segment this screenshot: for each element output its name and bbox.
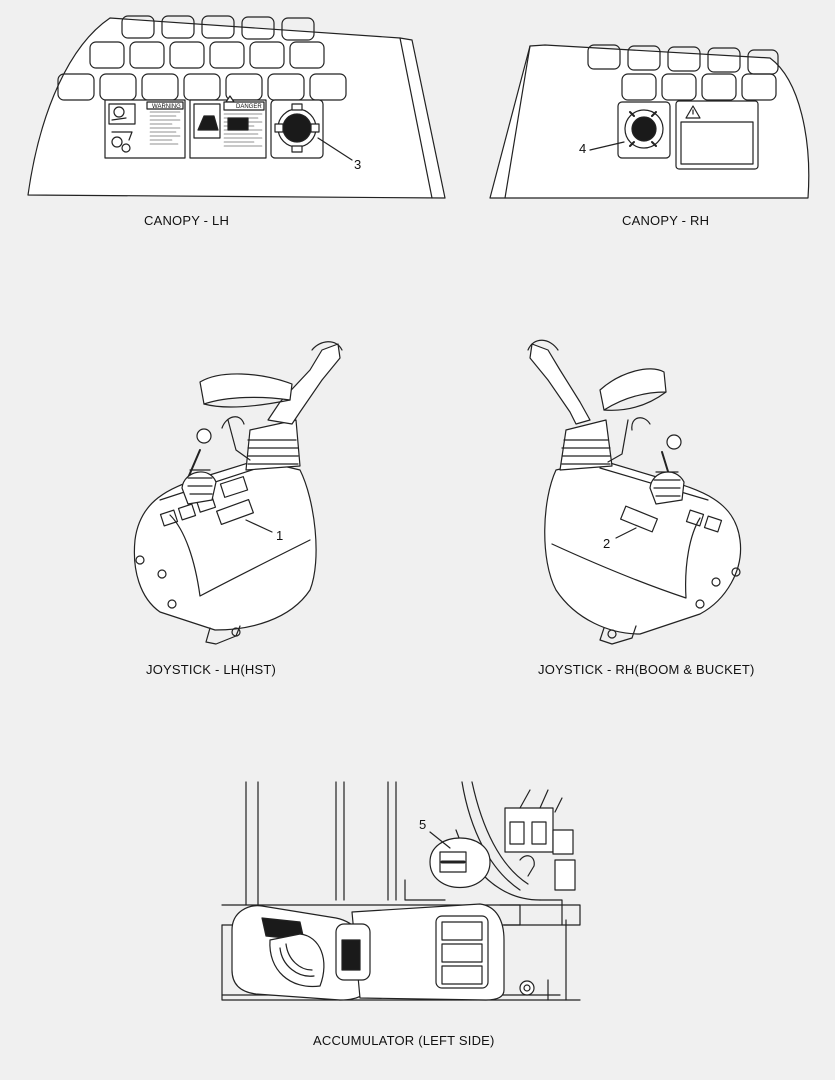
leader-1 — [245, 519, 273, 533]
caption-canopy-lh: CANOPY - LH — [144, 213, 230, 228]
selector-decal-rh — [617, 101, 671, 159]
canopy-lh-grid — [57, 15, 347, 101]
callout-2: 2 — [603, 536, 611, 551]
joystick-rh-drawing — [527, 339, 742, 645]
selector-decal-lh — [270, 99, 324, 159]
caption-joystick-lh: JOYSTICK - LH(HST) — [146, 662, 276, 677]
caption-accumulator: ACCUMULATOR (LEFT SIDE) — [313, 1033, 495, 1048]
canopy-rh-grid — [587, 44, 779, 101]
caution-decal-rh — [675, 100, 759, 170]
warning-decal-title: WARNING — [152, 104, 181, 110]
joystick-lh-decal — [216, 499, 254, 525]
leader-2 — [615, 527, 637, 539]
caption-joystick-rh: JOYSTICK - RH(BOOM & BUCKET) — [538, 662, 755, 677]
canopy-rh-drawing — [489, 44, 810, 199]
callout-1: 1 — [276, 528, 284, 543]
warning-decal — [104, 99, 186, 159]
leader-5 — [429, 831, 451, 849]
leader-4 — [589, 141, 625, 151]
joystick-rh-decal — [620, 505, 658, 533]
callout-3: 3 — [354, 157, 362, 172]
leader-3 — [317, 137, 353, 161]
canopy-lh-drawing: WARNING DANGER — [27, 15, 446, 199]
callout-5: 5 — [419, 817, 427, 832]
callout-4: 4 — [579, 141, 587, 156]
danger-decal-title: DANGER — [236, 104, 262, 110]
caption-canopy-rh: CANOPY - RH — [622, 213, 710, 228]
accumulator-drawing — [221, 781, 581, 1001]
joystick-lh-drawing — [133, 341, 343, 645]
danger-decal — [189, 95, 267, 159]
